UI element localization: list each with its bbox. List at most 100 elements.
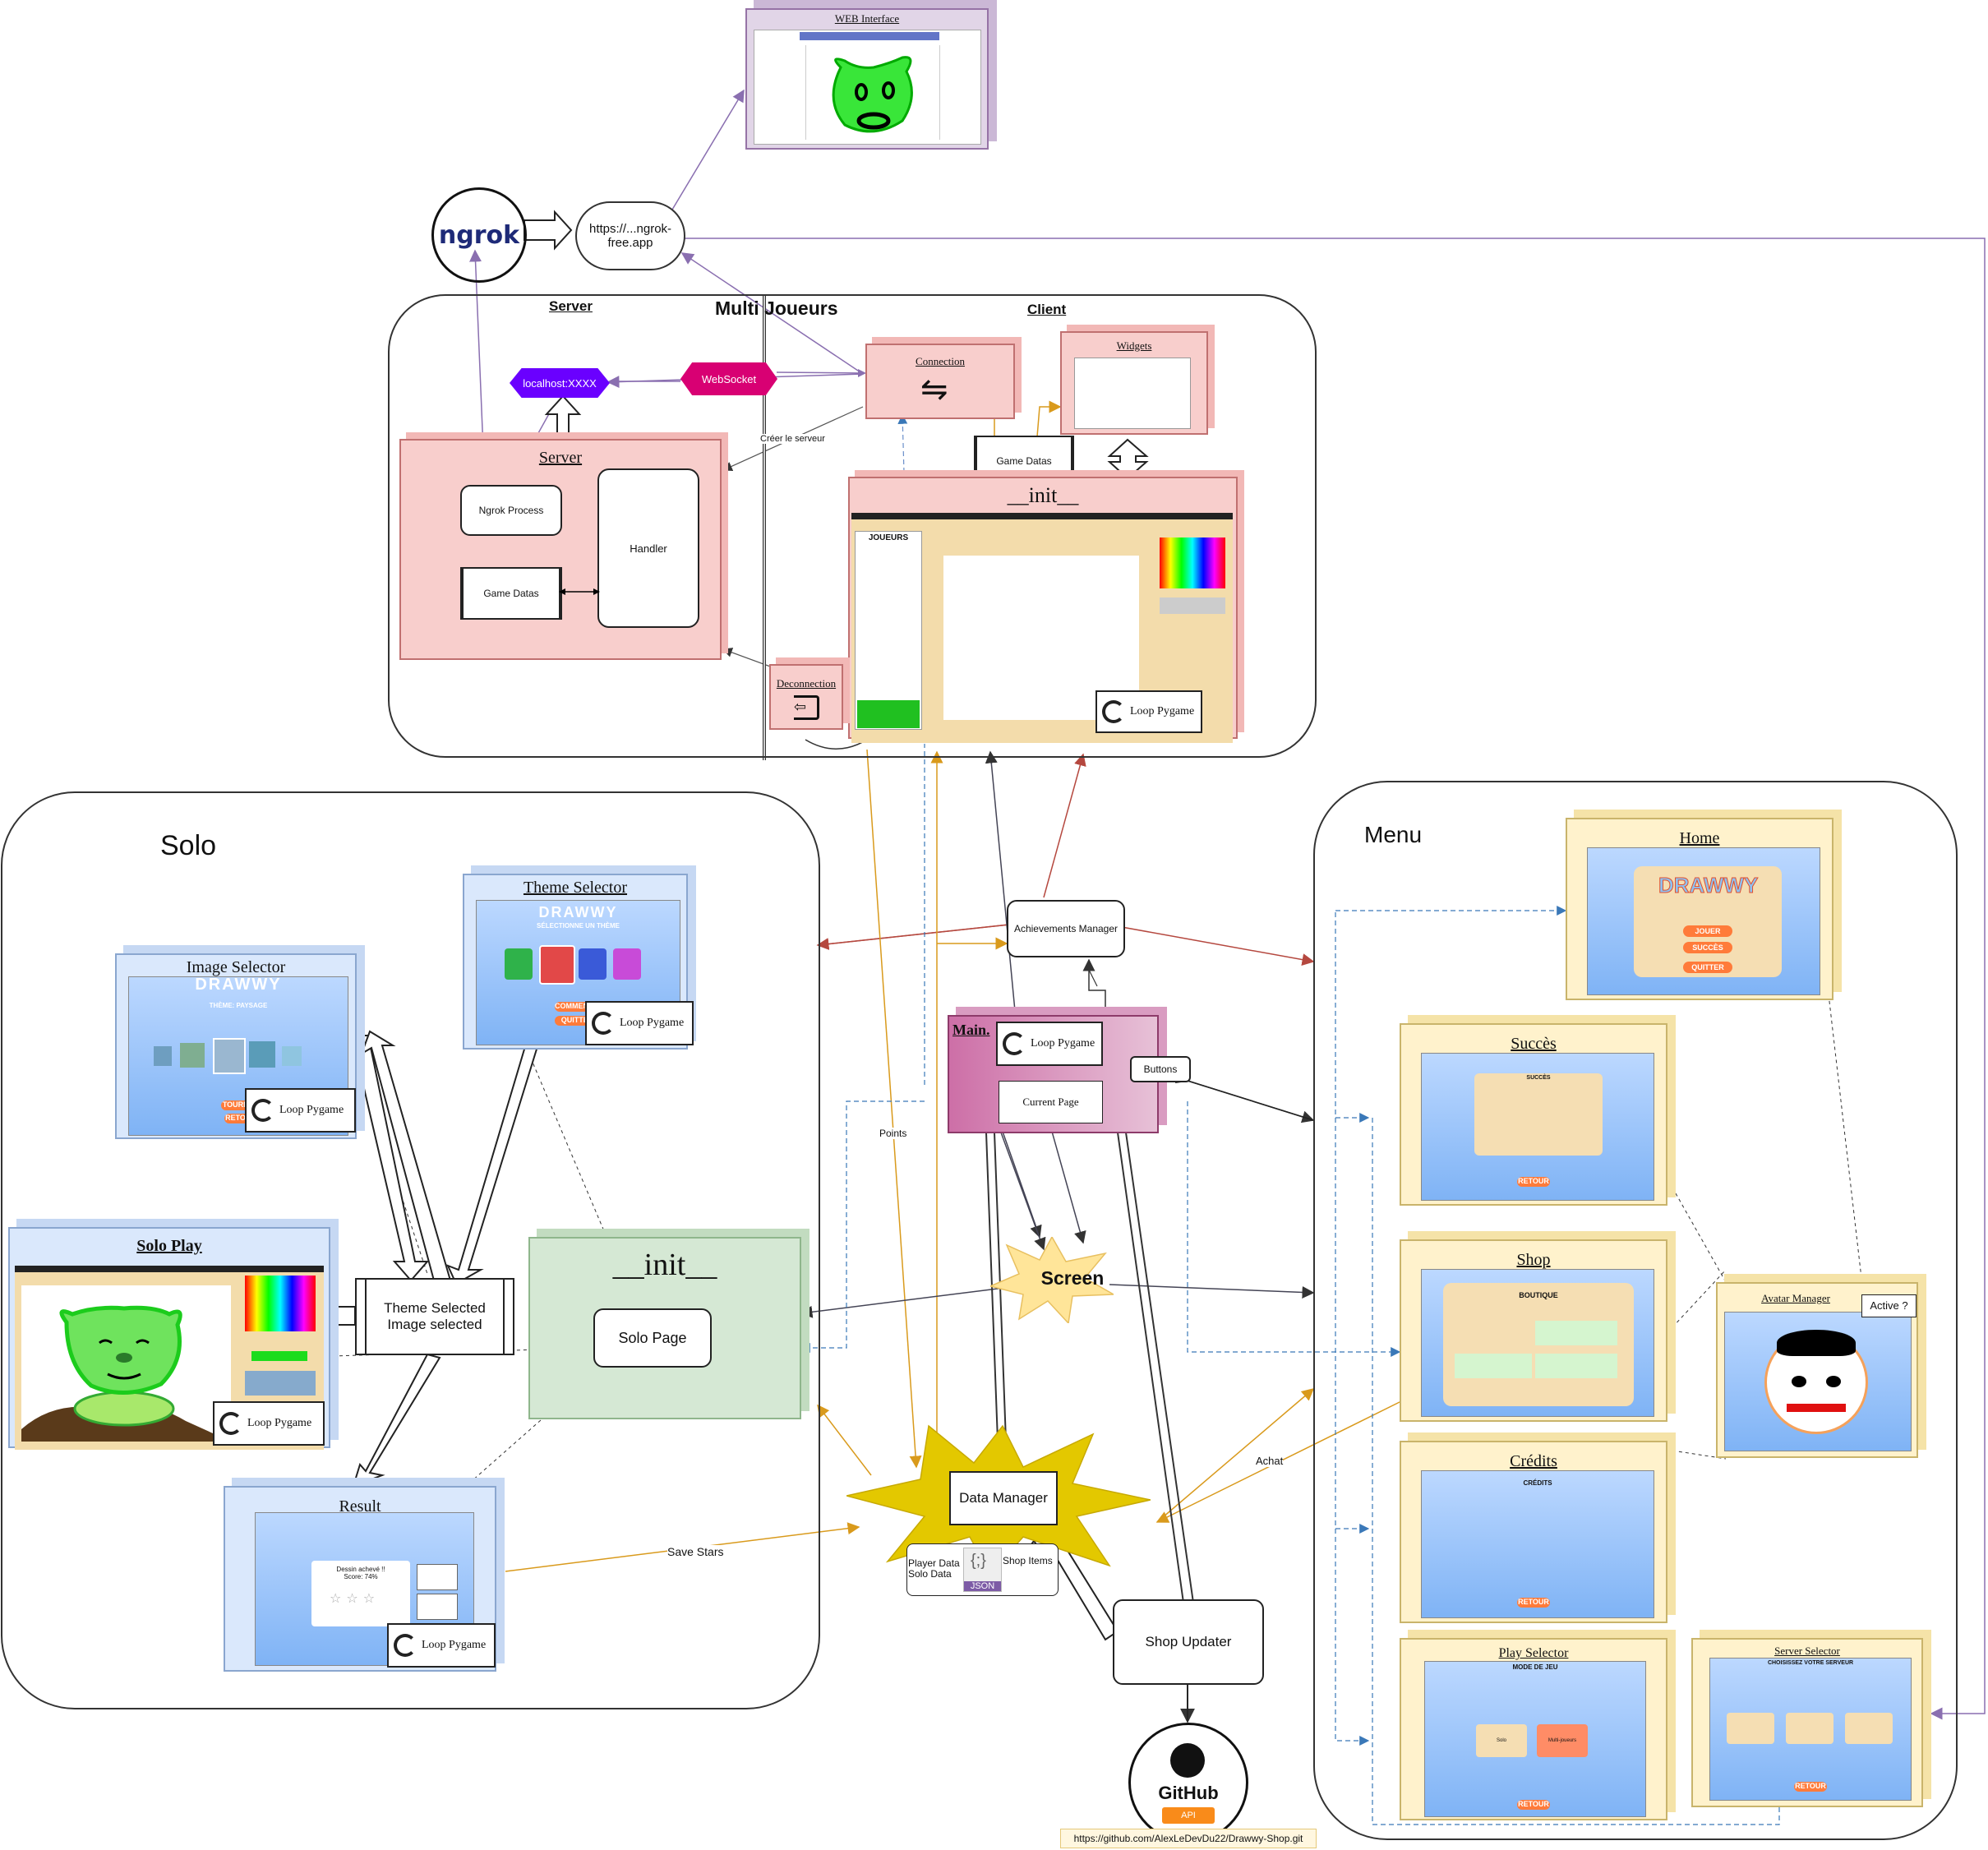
theme-image-selected-box: Theme Selected Image selected xyxy=(355,1278,514,1355)
solo-init-title: __init__ xyxy=(612,1248,717,1282)
solo-play-box: Solo Play xyxy=(8,1227,330,1450)
shop-panel: BOUTIQUE xyxy=(1443,1283,1634,1406)
save-stars-label: Save Stars xyxy=(667,1545,724,1558)
github-url[interactable]: https://github.com/AlexLeDevDu22/Drawwy-… xyxy=(1060,1829,1317,1848)
drawwy-logo: DRAWWY xyxy=(1658,873,1759,898)
home-menu-card: DRAWWY JOUER SUCCÈS QUITTER xyxy=(1634,866,1782,977)
api-badge: API xyxy=(1162,1807,1215,1824)
solo-mode-button[interactable]: Solo xyxy=(1476,1724,1527,1757)
solo-region xyxy=(1,791,820,1709)
home-screen: DRAWWY JOUER SUCCÈS QUITTER xyxy=(1587,847,1820,995)
loop-label: Loop Pygame xyxy=(1031,1037,1095,1050)
localhost-hexagon: localhost:XXXX xyxy=(510,368,610,398)
data-manager: Data Manager xyxy=(949,1471,1058,1525)
server-selector-title: Server Selector xyxy=(1774,1645,1840,1657)
game-datas-handler-link xyxy=(559,588,600,595)
play-selector-screen: MODE DE JEU Solo Multi-joueurs RETOUR xyxy=(1424,1661,1646,1817)
succes-retour-button[interactable]: RETOUR xyxy=(1517,1177,1550,1187)
logout-icon: ⇦ xyxy=(794,695,819,720)
image-selector-title: Image Selector xyxy=(186,958,286,976)
websocket-hexagon: WebSocket xyxy=(680,362,777,395)
rating-stars-icon: ☆☆☆ xyxy=(330,1592,381,1606)
loop-icon xyxy=(1003,1032,1026,1055)
avatar-drawing-icon xyxy=(1764,1330,1868,1434)
home-title: Home xyxy=(1679,829,1720,847)
swap-icon: ⇋ xyxy=(920,371,948,408)
succes-button[interactable]: SUCCÈS xyxy=(1683,942,1732,953)
active-label: Active ? xyxy=(1861,1294,1917,1317)
buttons-box[interactable]: Buttons xyxy=(1130,1056,1191,1082)
loop-pygame-result: Loop Pygame xyxy=(387,1623,496,1668)
screen-star xyxy=(990,1237,1114,1323)
succes-list-title: SUCCÈS xyxy=(1526,1075,1551,1081)
play-selector-box: Play Selector MODE DE JEU Solo Multi-jou… xyxy=(1400,1638,1667,1820)
multi-region xyxy=(388,294,1317,758)
loop-label: Loop Pygame xyxy=(422,1639,487,1651)
menu-region xyxy=(1313,781,1958,1840)
mode-de-jeu-title: MODE DE JEU xyxy=(1512,1663,1558,1671)
github-logo: GitHub API xyxy=(1128,1723,1248,1843)
screen-label: Screen xyxy=(1040,1267,1105,1289)
jouer-button[interactable]: JOUER xyxy=(1683,925,1732,937)
client-heading: Client xyxy=(1027,302,1067,317)
ngrok-cloud: https://...ngrok-free.app xyxy=(575,201,685,270)
play-selector-title: Play Selector xyxy=(1498,1646,1569,1660)
image-drawwy-logo: DRAWWY xyxy=(195,976,282,994)
loop-icon xyxy=(251,1099,274,1122)
credits-box: Crédits CRÉDITS RETOUR xyxy=(1400,1441,1667,1623)
create-server-label: Créer le serveur xyxy=(760,434,825,444)
current-page: Current Page xyxy=(999,1081,1103,1123)
shop-updater: Shop Updater xyxy=(1113,1599,1264,1685)
result-title: Result xyxy=(339,1497,381,1516)
color-picker[interactable] xyxy=(1160,537,1225,588)
solo-page: Solo Page xyxy=(593,1308,712,1368)
loop-icon xyxy=(394,1634,417,1657)
credits-screen: CRÉDITS RETOUR xyxy=(1421,1470,1654,1618)
theme-drawwy-logo: DRAWWY xyxy=(538,904,618,920)
solo-play-title: Solo Play xyxy=(136,1237,202,1255)
menu-title: Menu xyxy=(1364,822,1423,847)
succes-screen: SUCCÈS RETOUR xyxy=(1421,1053,1654,1201)
main-title: Main. xyxy=(952,1022,990,1038)
multi-title: Multi Joueurs xyxy=(715,298,838,319)
shrek-drawing-icon xyxy=(21,1305,231,1442)
loop-pygame-client: Loop Pygame xyxy=(1095,690,1202,733)
loop-icon xyxy=(219,1412,242,1435)
client-init-title: __init__ xyxy=(1007,483,1079,507)
shop-title: Shop xyxy=(1516,1251,1551,1269)
loop-label: Loop Pygame xyxy=(247,1417,312,1429)
quitter-button[interactable]: QUITTER xyxy=(1683,962,1732,973)
multi-mode-button[interactable]: Multi-joueurs xyxy=(1537,1724,1588,1757)
avatar-manager-title: Avatar Manager xyxy=(1761,1292,1830,1304)
result-text: Dessin achevé !! Score: 74% xyxy=(336,1566,385,1580)
succes-list: SUCCÈS xyxy=(1474,1073,1603,1156)
server-selector-box: Server Selector CHOISISSEZ VOTRE SERVEUR… xyxy=(1691,1638,1923,1807)
players-title: JOUEURS xyxy=(868,533,909,542)
widgets-title: Widgets xyxy=(1116,339,1152,352)
server-heading: Server xyxy=(549,298,593,314)
solo-canvas[interactable] xyxy=(21,1285,231,1442)
server-selector-retour-button[interactable]: RETOUR xyxy=(1794,1782,1827,1792)
server-selector-screen: CHOISISSEZ VOTRE SERVEUR RETOUR xyxy=(1709,1658,1912,1801)
loop-pygame-main: Loop Pygame xyxy=(996,1022,1103,1066)
player-data-label: Player Data Solo Data xyxy=(908,1557,960,1580)
connection-box[interactable]: Connection ⇋ xyxy=(865,344,1015,419)
play-selector-retour-button[interactable]: RETOUR xyxy=(1517,1800,1550,1810)
deconnection-box[interactable]: Deconnection ⇦ xyxy=(769,664,843,730)
game-datas-server: Game Datas xyxy=(460,567,562,620)
solo-title: Solo xyxy=(160,830,217,861)
credits-retour-button[interactable]: RETOUR xyxy=(1517,1598,1550,1608)
loop-pygame-image: Loop Pygame xyxy=(245,1088,356,1133)
github-text: GitHub xyxy=(1158,1783,1219,1803)
loop-pygame-solo-play: Loop Pygame xyxy=(213,1401,325,1446)
achievements-manager: Achievements Manager xyxy=(1007,900,1125,957)
solo-color-picker[interactable] xyxy=(245,1276,316,1331)
shop-box: Shop BOUTIQUE xyxy=(1400,1239,1667,1422)
loop-label: Loop Pygame xyxy=(279,1104,344,1116)
avatar-screen xyxy=(1724,1312,1912,1451)
loop-label: Loop Pygame xyxy=(620,1017,685,1029)
loop-pygame-theme: Loop Pygame xyxy=(585,1001,694,1045)
widgets-box[interactable]: Widgets xyxy=(1060,331,1208,435)
boutique-title: BOUTIQUE xyxy=(1519,1291,1558,1299)
github-octocat-icon xyxy=(1170,1743,1205,1778)
